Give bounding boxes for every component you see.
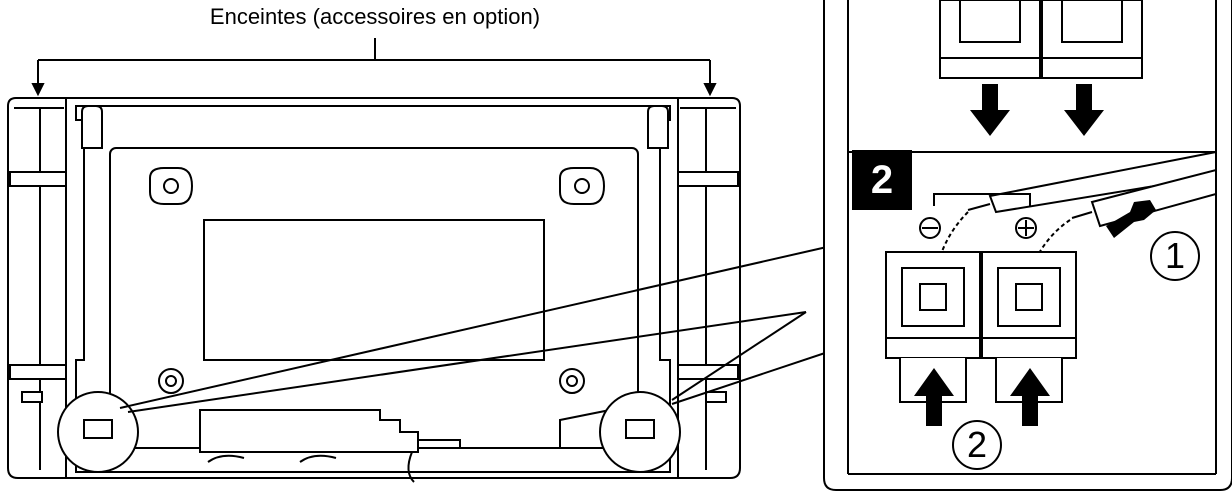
left-terminal-block	[83, 419, 113, 439]
right-terminal-block	[625, 419, 655, 439]
minus-circle-icon	[919, 217, 941, 239]
caption-bracket	[31, 38, 717, 97]
plus-circle-icon	[1015, 217, 1037, 239]
speaker-cables	[933, 150, 1217, 283]
insert-arrow-icon	[1106, 200, 1156, 238]
zoom-lines	[119, 243, 841, 413]
down-arrow-icon	[970, 84, 1104, 136]
step-number-badge: 2	[852, 150, 912, 210]
speakers-caption: Enceintes (accessoires en option)	[209, 4, 541, 29]
callout-2: 2	[952, 420, 1002, 470]
top-terminals	[939, 0, 1143, 79]
display-back-panel	[65, 97, 679, 483]
up-arrow-icon	[914, 368, 1050, 426]
polarity-labels	[919, 193, 1037, 239]
callout-1: 1	[1150, 231, 1200, 281]
